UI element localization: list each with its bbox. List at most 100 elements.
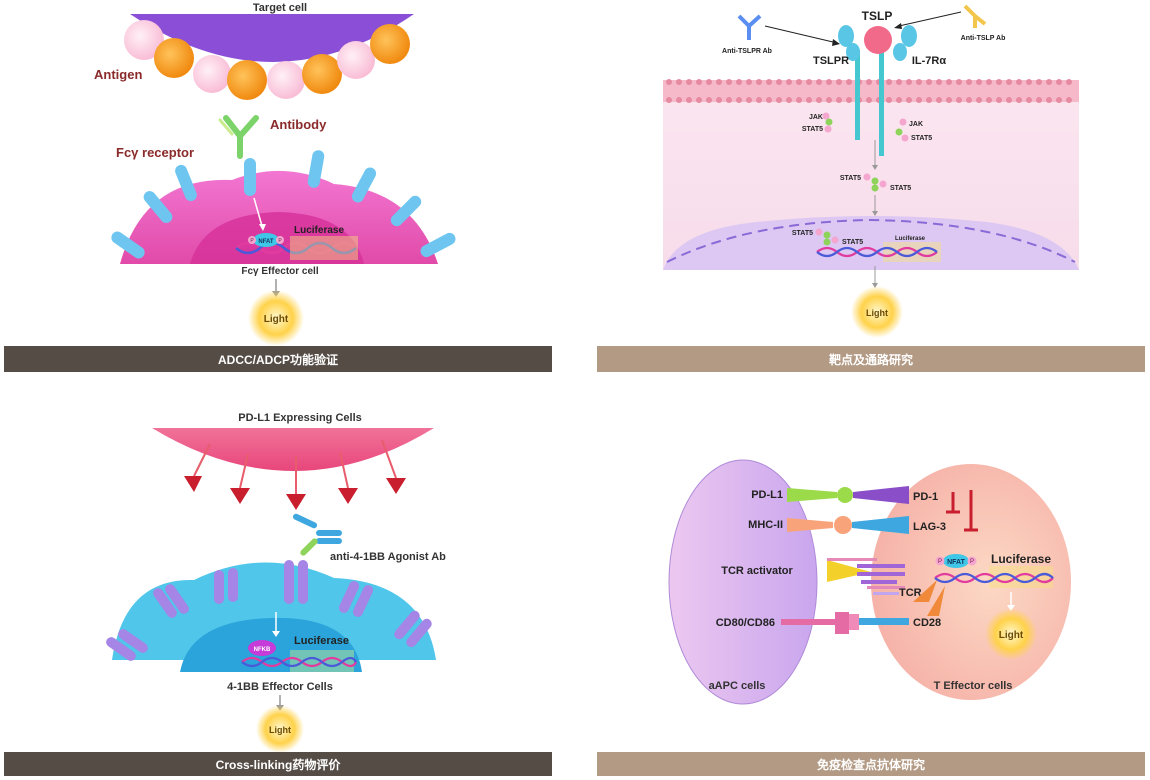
antigen-ball xyxy=(124,20,164,60)
tslpr-label: TSLPR xyxy=(813,55,849,67)
effector-cell-label: Fcγ Effector cell xyxy=(241,266,318,277)
antigen-ball xyxy=(370,24,410,64)
pdl1-cell xyxy=(152,428,434,471)
dna-helix xyxy=(241,650,358,672)
svg-text:P: P xyxy=(250,238,254,244)
adcc-diagram: Target cell Antigen Antibody Fcγ recepto… xyxy=(94,2,456,346)
luciferase-label: Luciferase xyxy=(991,552,1051,566)
cd28-receptor xyxy=(859,618,909,625)
checkpoint-diagram: aAPC cells T Effector cells PD-L1 PD-1 M… xyxy=(668,459,1071,705)
agonist-antibody-icon xyxy=(292,513,342,556)
svg-text:P: P xyxy=(938,559,942,565)
crosslinking-diagram: PD-L1 Expressing Cells anti-4-1BB Agonis… xyxy=(106,412,446,753)
caption-crosslinking: Cross-linking药物评价 xyxy=(4,752,552,776)
antigen-ball xyxy=(302,54,342,94)
svg-text:PD-L1: PD-L1 xyxy=(751,489,783,501)
antibody-label: Antibody xyxy=(270,117,327,132)
svg-text:JAK: JAK xyxy=(809,114,823,121)
svg-text:STAT5: STAT5 xyxy=(911,135,932,142)
anti-tslpr-label: Anti-TSLPR Ab xyxy=(722,48,772,55)
agonist-label: anti-4-1BB Agonist Ab xyxy=(330,551,446,563)
luciferase-label: Luciferase xyxy=(895,236,926,242)
tslp-ligand xyxy=(864,26,892,54)
luciferase-label: Luciferase xyxy=(294,635,349,647)
svg-text:STAT5: STAT5 xyxy=(792,230,813,237)
anti-tslp-icon xyxy=(963,4,987,28)
svg-text:STAT5: STAT5 xyxy=(842,239,863,246)
light-glow xyxy=(256,705,304,753)
phospho-left xyxy=(248,236,256,244)
effector-label: 4-1BB Effector Cells xyxy=(227,681,333,693)
svg-text:STAT5: STAT5 xyxy=(840,175,861,182)
tslpr-receptor xyxy=(838,25,860,140)
nfat-factor xyxy=(943,554,969,568)
antigen-ball xyxy=(227,60,267,100)
inhibition-icon xyxy=(946,490,978,532)
antigen-ball xyxy=(267,61,305,99)
dna-helix xyxy=(235,236,358,260)
nfat-label: NFAT xyxy=(258,239,274,245)
il7ra-label: IL-7Rα xyxy=(912,55,947,67)
dna-helix xyxy=(934,566,1054,588)
light-label: Light xyxy=(269,725,291,735)
svg-text:TCR: TCR xyxy=(899,587,922,599)
light-glow xyxy=(248,290,304,346)
anti-tslp-label: Anti-TSLP Ab xyxy=(961,35,1006,42)
fc-receptors xyxy=(111,150,456,259)
light-glow xyxy=(851,286,903,338)
luciferase-label: Luciferase xyxy=(294,225,344,236)
nfkb-factor xyxy=(248,640,276,656)
pdl1-ligands xyxy=(184,439,406,510)
cell-membrane xyxy=(663,79,1079,103)
svg-text:STAT5: STAT5 xyxy=(802,126,823,133)
light-label: Light xyxy=(264,314,289,325)
signal-arrow xyxy=(253,197,263,227)
svg-text:JAK: JAK xyxy=(909,121,923,128)
antigen-label: Antigen xyxy=(94,67,142,82)
antigen-ball xyxy=(193,55,231,93)
light-glow xyxy=(985,608,1037,660)
caption-checkpoint: 免疫检查点抗体研究 xyxy=(597,752,1145,776)
lag3-receptor xyxy=(852,516,909,534)
luciferase-highlight xyxy=(290,236,358,260)
caption-pathway: 靶点及通路研究 xyxy=(597,346,1145,372)
svg-text:PD-1: PD-1 xyxy=(913,491,938,503)
nfkb-label: NFKB xyxy=(254,647,271,653)
tcr-activator-icon xyxy=(827,560,871,582)
antibody-icon xyxy=(218,115,259,159)
nfat-factor xyxy=(253,233,279,247)
svg-text:P: P xyxy=(970,559,974,565)
antigen-ball xyxy=(337,41,375,79)
svg-text:LAG-3: LAG-3 xyxy=(913,521,946,533)
nfat-label: NFAT xyxy=(947,559,965,566)
cd80-receptor xyxy=(781,619,839,625)
svg-text:CD80/CD86: CD80/CD86 xyxy=(716,617,775,629)
panel-checkpoint: aAPC cells T Effector cells PD-L1 PD-1 M… xyxy=(597,404,1145,776)
light-label: Light xyxy=(999,630,1024,641)
panel-crosslinking: PD-L1 Expressing Cells anti-4-1BB Agonis… xyxy=(4,404,552,776)
svg-text:TCR activator: TCR activator xyxy=(721,565,793,577)
anti-tslpr-icon xyxy=(737,14,762,40)
teff-label: T Effector cells xyxy=(934,680,1013,692)
svg-text:STAT5: STAT5 xyxy=(890,185,911,192)
antigen-ball xyxy=(154,38,194,78)
pdl1-cells-label: PD-L1 Expressing Cells xyxy=(238,412,362,424)
svg-text:MHC-II: MHC-II xyxy=(748,519,783,531)
fc-receptor-label: Fcγ receptor xyxy=(116,145,194,160)
antigen-cluster xyxy=(124,20,410,100)
dna-helix xyxy=(816,242,941,262)
mhc2-receptor xyxy=(787,518,833,532)
4-1bb-receptors xyxy=(106,560,432,661)
caption-adcc: ADCC/ADCP功能验证 xyxy=(4,346,552,372)
panel-pathway: TSLP Anti-TSLPR Ab Anti-TSLP Ab TSLPR IL… xyxy=(597,0,1145,372)
signal-arrows xyxy=(913,580,945,616)
tcr-complex xyxy=(827,558,905,595)
svg-text:P: P xyxy=(278,238,282,244)
target-cell-label: Target cell xyxy=(253,2,307,14)
il7ra-receptor xyxy=(879,25,917,156)
svg-text:CD28: CD28 xyxy=(913,617,941,629)
light-label: Light xyxy=(866,308,888,318)
tslp-diagram: TSLP Anti-TSLPR Ab Anti-TSLP Ab TSLPR IL… xyxy=(663,4,1079,338)
panel-adcc: Target cell Antigen Antibody Fcγ recepto… xyxy=(4,0,552,372)
apc-cell xyxy=(668,459,818,705)
